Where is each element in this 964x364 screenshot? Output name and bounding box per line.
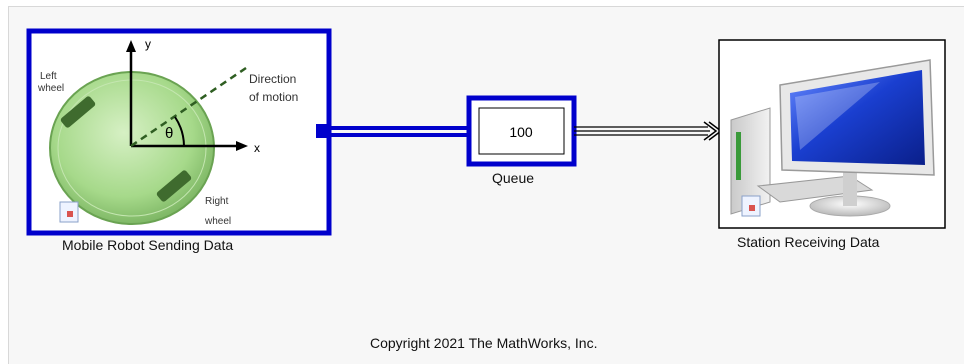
monitor-screen [790, 70, 925, 165]
robot-output-port[interactable] [316, 124, 330, 138]
tower-light [736, 132, 741, 180]
right-wheel-label-2: wheel [204, 216, 231, 227]
theta-arc [174, 116, 185, 147]
queue-inner-box [478, 107, 565, 155]
y-axis-label: y [145, 37, 151, 51]
queue-block[interactable] [466, 95, 577, 167]
robot-block[interactable] [26, 28, 332, 236]
left-wheel-shape [60, 96, 96, 128]
robot-block-label[interactable]: Mobile Robot Sending Data [62, 237, 234, 253]
subsystem-icon-mark [67, 211, 73, 217]
connection-queue-station[interactable] [574, 121, 723, 141]
x-axis-label: x [254, 141, 260, 155]
y-axis-arrowhead [126, 40, 136, 52]
canvas-top-border [0, 0, 964, 7]
queue-capacity-value: 100 [509, 124, 533, 140]
monitor-glare [795, 82, 880, 150]
left-wheel-label-1: Left [40, 71, 57, 82]
station-block-label[interactable]: Station Receiving Data [737, 234, 880, 250]
right-wheel-label-1: Right [205, 196, 229, 207]
theta-label: θ [165, 125, 173, 142]
msg-arrowhead [703, 121, 718, 141]
direction-label-1: Direction [249, 72, 296, 86]
left-wheel-label-2: wheel [37, 83, 64, 94]
signal-line-top[interactable] [330, 126, 472, 130]
direction-label-2: of motion [249, 90, 298, 104]
right-wheel-shape [156, 170, 192, 202]
queue-block-label[interactable]: Queue [492, 170, 535, 186]
canvas-left-border [0, 6, 9, 364]
x-axis-arrowhead [236, 141, 248, 151]
station-block[interactable] [718, 39, 946, 229]
signal-line-bottom[interactable] [330, 133, 472, 137]
connection-robot-queue[interactable] [316, 124, 482, 138]
monitor-neck [843, 168, 857, 206]
copyright-text: Copyright 2021 The MathWorks, Inc. [370, 335, 598, 351]
station-subsystem-icon-mark [749, 205, 755, 211]
